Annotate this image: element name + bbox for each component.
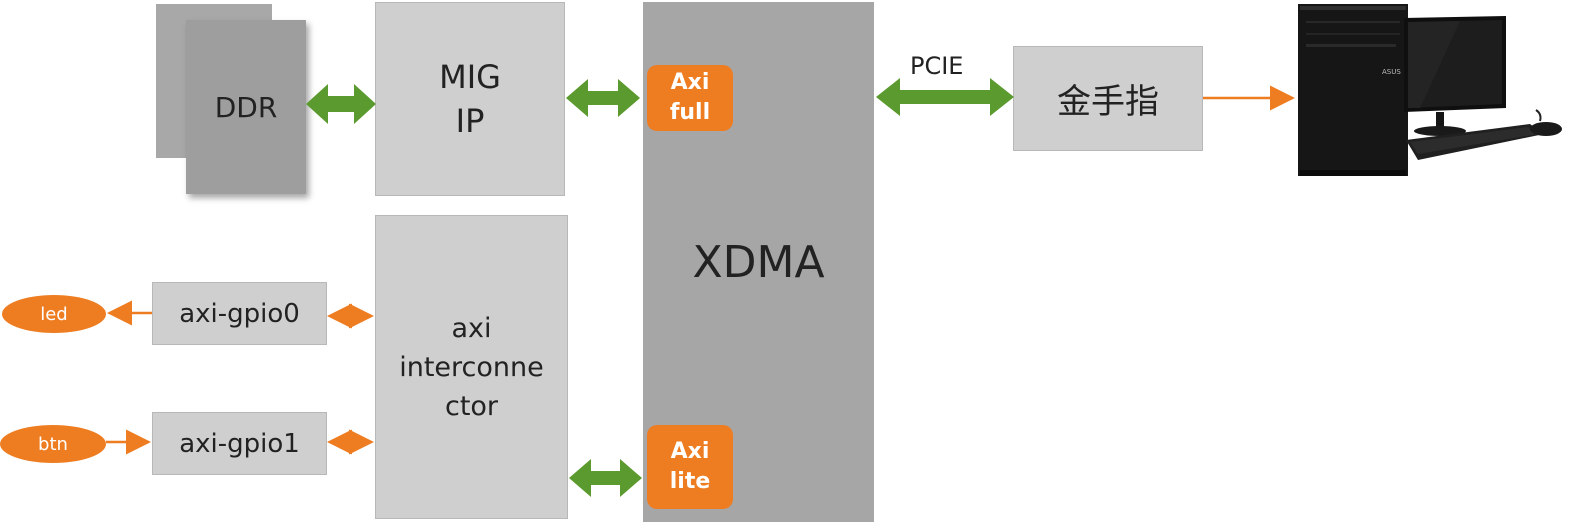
axi-full-label: Axi full xyxy=(669,70,711,125)
led-node: led xyxy=(2,295,106,333)
led-label: led xyxy=(40,303,68,325)
mig-axi-full-arrow xyxy=(566,79,640,117)
axi-gpio0-block: axi-gpio0 xyxy=(152,282,327,345)
ddr-block: DDR xyxy=(186,20,306,194)
mig-ip-block: MIG IP xyxy=(375,2,565,196)
axi-gpio1-label: axi-gpio1 xyxy=(179,428,300,459)
xdma-label: XDMA xyxy=(692,236,825,288)
gold-finger-block: 金手指 xyxy=(1013,46,1203,151)
ddr-mig-arrow xyxy=(306,84,376,124)
btn-label: btn xyxy=(38,433,68,455)
gold-finger-label: 金手指 xyxy=(1057,82,1159,122)
btn-node: btn xyxy=(0,425,106,463)
xdma-pcie-arrow xyxy=(876,78,1014,116)
axi-full-badge: Axi full xyxy=(647,65,733,131)
ddr-label: DDR xyxy=(214,90,278,124)
desktop-computer-icon: ASUS xyxy=(1298,4,1562,176)
pcie-label: PCIE xyxy=(910,52,964,80)
axi-lite-badge: Axi lite xyxy=(647,425,733,509)
svg-text:ASUS: ASUS xyxy=(1382,68,1401,76)
interconnect-axi-lite-arrow xyxy=(569,459,642,497)
axi-gpio0-label: axi-gpio0 xyxy=(179,298,300,329)
axi-lite-label: Axi lite xyxy=(669,439,711,494)
axi-gpio1-block: axi-gpio1 xyxy=(152,412,327,475)
axi-interconnector-block: axi interconne ctor xyxy=(375,215,568,519)
mig-ip-label: MIG IP xyxy=(439,58,501,140)
axi-interconnector-label: axi interconne ctor xyxy=(399,312,544,422)
